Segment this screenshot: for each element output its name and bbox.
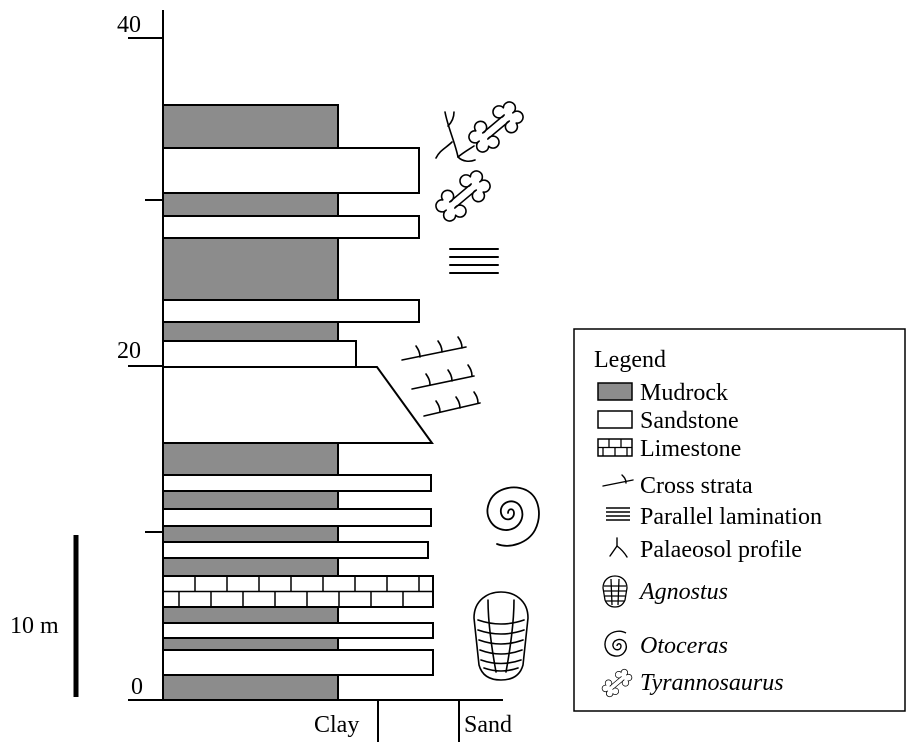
legend-item-sandstone: Sandstone [640, 408, 739, 434]
bed-sandstone [162, 508, 432, 527]
legend-item-mudrock: Mudrock [640, 380, 728, 406]
parallel-lamination-icon [449, 248, 499, 274]
bed-sandstone [162, 474, 432, 492]
bed-mudrock [162, 490, 339, 510]
grain-size-axis: Clay Sand [128, 699, 512, 742]
scale-bar: 10 m [10, 535, 79, 697]
ammonite-icon [486, 486, 540, 547]
trilobite-icon [473, 591, 529, 681]
bed-sandstone-fining [162, 366, 434, 444]
depth-label-0: 0 [131, 674, 143, 700]
sandstone-swatch-icon [597, 410, 633, 429]
bed-mudrock [162, 557, 339, 577]
depth-label-40: 40 [117, 12, 141, 38]
depth-label-20: 20 [117, 338, 141, 364]
bed-mudrock [162, 321, 339, 342]
trilobite-icon [602, 575, 628, 608]
bed-mudrock [162, 442, 339, 476]
bed-sandstone [162, 649, 434, 676]
legend-item-limestone: Limestone [640, 436, 741, 462]
bed-sandstone [162, 299, 420, 323]
legend-item-palaeosol-profile: Palaeosol profile [640, 537, 802, 563]
bed-sandstone [162, 541, 429, 559]
bed-mudrock [162, 237, 339, 301]
bed-mudrock [162, 104, 339, 149]
ammonite-icon [604, 630, 627, 657]
bone-icon [601, 668, 633, 698]
bone-icon [435, 170, 491, 222]
bone-icon [468, 101, 524, 153]
scale-bar-label: 10 m [10, 613, 59, 639]
legend-item-tyrannosaurus: Tyrannosaurus [640, 670, 784, 696]
bed-sandstone [162, 215, 420, 239]
legend: Legend Mudrock Sandstone Limestone Cross… [573, 328, 906, 712]
palaeosol-icon [435, 111, 476, 163]
bed-sandstone [162, 622, 434, 639]
palaeosol-icon [609, 537, 628, 558]
legend-item-cross-strata: Cross strata [640, 473, 753, 499]
mudrock-swatch-icon [597, 382, 633, 401]
grain-size-sand-label: Sand [464, 712, 512, 738]
legend-item-parallel-lamination: Parallel lamination [640, 504, 822, 530]
parallel-lamination-icon [606, 507, 630, 521]
cross-strata-icon [401, 336, 481, 417]
depth-axis: 40 20 0 [117, 10, 164, 701]
grain-size-clay-label: Clay [314, 712, 359, 738]
bed-mudrock [162, 606, 339, 624]
cross-strata-icon [602, 474, 634, 487]
legend-item-otoceras: Otoceras [640, 633, 728, 659]
bed-sandstone [162, 340, 357, 368]
bed-limestone [162, 575, 434, 608]
bed-mudrock [162, 525, 339, 543]
bed-sandstone [162, 147, 420, 194]
column-annotations [401, 101, 540, 681]
stratigraphic-column [162, 104, 434, 701]
bed-mudrock [162, 192, 339, 217]
bed-mudrock [162, 674, 339, 701]
bed-mudrock [162, 637, 339, 651]
limestone-swatch-icon [597, 438, 633, 457]
legend-title: Legend [594, 347, 666, 373]
legend-item-agnostus: Agnostus [638, 579, 728, 605]
